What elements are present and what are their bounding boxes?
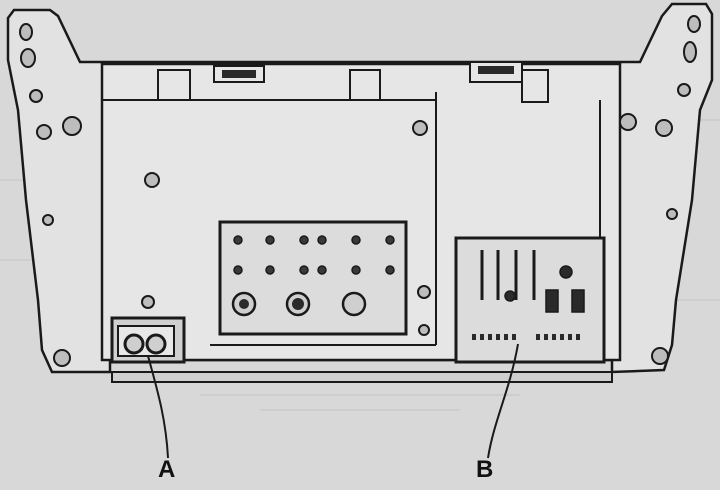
top-clip-fills bbox=[222, 66, 514, 78]
leader-b bbox=[487, 343, 519, 459]
callout-label-b: B bbox=[476, 456, 494, 483]
callout-leaders bbox=[147, 343, 519, 459]
center-panel-pins bbox=[233, 235, 395, 275]
multi-pin-connector-block bbox=[454, 236, 606, 364]
callout-label-a: A bbox=[158, 456, 176, 483]
center-connector-panel bbox=[218, 220, 408, 336]
block-b-modules bbox=[504, 265, 585, 313]
power-connector bbox=[110, 316, 186, 364]
block-b-bars bbox=[480, 250, 536, 300]
bracket-holes bbox=[19, 15, 701, 367]
block-b-pin-row bbox=[472, 334, 580, 340]
bottom-rail bbox=[111, 371, 613, 383]
leader-a bbox=[147, 355, 169, 459]
housing-fasteners bbox=[62, 113, 637, 336]
center-panel-socket-cores bbox=[239, 298, 304, 310]
